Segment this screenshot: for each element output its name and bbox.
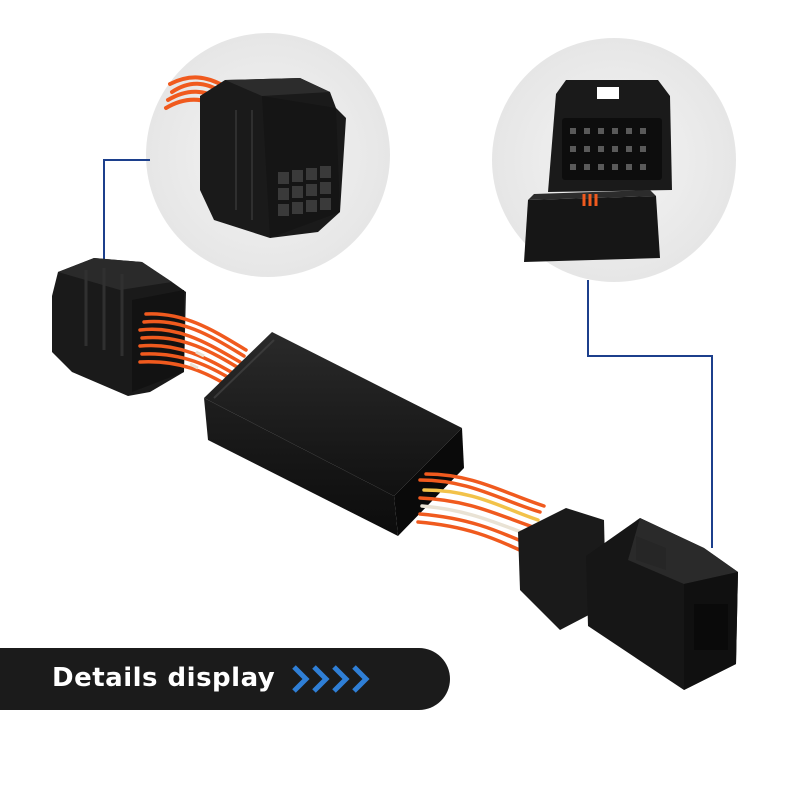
details-banner: Details display: [0, 648, 450, 710]
female-connector: [52, 258, 186, 396]
inset-male-connector: [492, 38, 736, 282]
control-module-box: [204, 332, 464, 536]
inset-female-connector: [146, 33, 390, 277]
chevron-right-icon: [292, 665, 370, 693]
male-connector: [518, 508, 738, 690]
leader-lines: [103, 159, 713, 548]
wire-bundle-right: [416, 472, 546, 554]
banner-label: Details display: [52, 663, 276, 693]
